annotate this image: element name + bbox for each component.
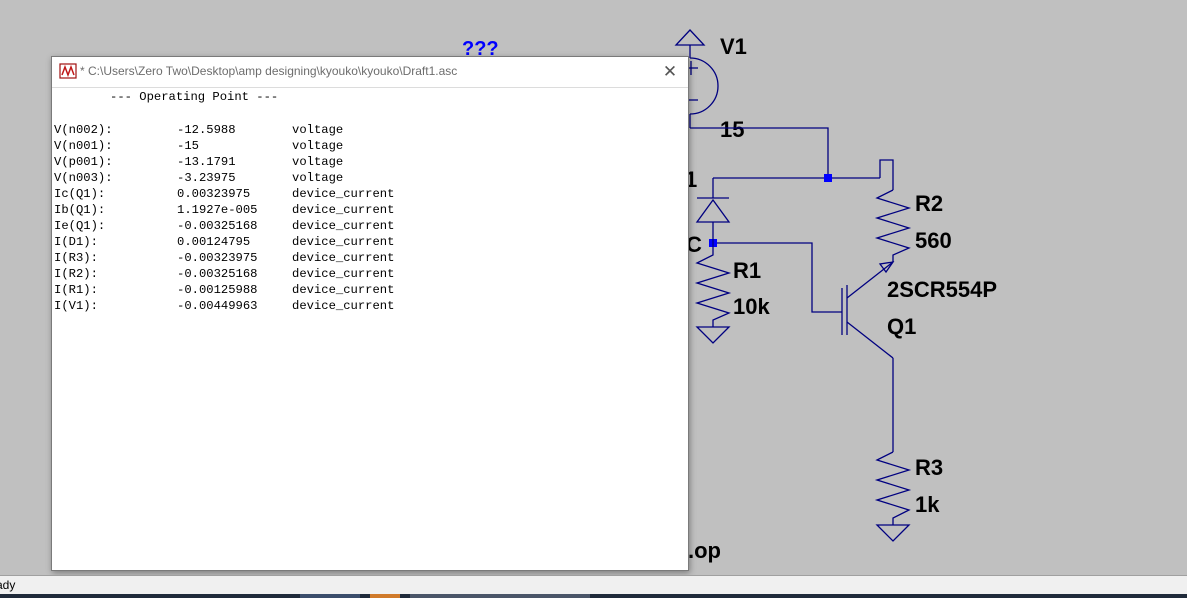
- result-value: 1.1927e-005: [177, 203, 258, 217]
- result-name: I(R1):: [54, 283, 98, 297]
- status-text: ady: [0, 578, 16, 592]
- result-type: device_current: [292, 187, 395, 201]
- result-name: I(R2):: [54, 267, 98, 281]
- v1-name-label[interactable]: V1: [720, 34, 747, 59]
- taskbar-strip: [0, 594, 1187, 598]
- result-name: Ie(Q1):: [54, 219, 106, 233]
- operating-point-window[interactable]: * C:\Users\Zero Two\Desktop\amp designin…: [51, 56, 689, 571]
- q1-model-label[interactable]: 2SCR554P: [887, 277, 997, 302]
- q1-transistor[interactable]: [841, 261, 895, 366]
- result-type: device_current: [292, 235, 395, 249]
- junction-dot: [824, 174, 832, 182]
- result-value: -0.00449963: [177, 299, 258, 313]
- operating-point-heading: --- Operating Point ---: [110, 90, 279, 104]
- result-type: device_current: [292, 283, 395, 297]
- result-value: 0.00124795: [177, 235, 251, 249]
- result-value: -15: [177, 139, 199, 153]
- result-value: -3.23975: [177, 171, 236, 185]
- result-name: V(n002):: [54, 123, 113, 137]
- r3-resistor[interactable]: [874, 451, 912, 542]
- result-value: -0.00125988: [177, 283, 258, 297]
- r3-value-label[interactable]: 1k: [915, 492, 940, 517]
- unresolved-marker: ???: [462, 38, 499, 60]
- result-name: Ib(Q1):: [54, 203, 106, 217]
- result-type: device_current: [292, 251, 395, 265]
- result-type: voltage: [292, 171, 344, 185]
- q1-name-label[interactable]: Q1: [887, 314, 916, 339]
- v1-value-label[interactable]: 15: [720, 117, 744, 142]
- result-name: V(n001):: [54, 139, 113, 153]
- r2-value-label[interactable]: 560: [915, 228, 952, 253]
- result-value: -0.00325168: [177, 219, 258, 233]
- r1-value-label[interactable]: 10k: [733, 294, 770, 319]
- result-type: device_current: [292, 203, 395, 217]
- result-name: V(n003):: [54, 171, 113, 185]
- result-type: device_current: [292, 267, 395, 281]
- result-name: I(V1):: [54, 299, 98, 313]
- result-value: -12.5988: [177, 123, 236, 137]
- wire-net: [690, 127, 894, 452]
- result-type: device_current: [292, 299, 395, 313]
- c-partial-label[interactable]: C: [686, 232, 702, 257]
- result-name: I(R3):: [54, 251, 98, 265]
- result-value: -0.00325168: [177, 267, 258, 281]
- status-bar: ady: [0, 575, 1187, 595]
- result-name: I(D1):: [54, 235, 98, 249]
- close-icon[interactable]: ✕: [662, 62, 678, 81]
- result-value: -13.1791: [177, 155, 236, 169]
- window-titlebar[interactable]: * C:\Users\Zero Two\Desktop\amp designin…: [52, 57, 688, 88]
- r2-resistor[interactable]: [874, 189, 912, 262]
- result-type: device_current: [292, 219, 395, 233]
- r2-name-label[interactable]: R2: [915, 191, 943, 216]
- result-type: voltage: [292, 139, 344, 153]
- r3-name-label[interactable]: R3: [915, 455, 943, 480]
- ltspice-app-icon: [59, 63, 77, 79]
- d1-diode[interactable]: [695, 197, 731, 243]
- result-value: 0.00323975: [177, 187, 251, 201]
- r1-name-label[interactable]: R1: [733, 258, 761, 283]
- result-type: voltage: [292, 155, 344, 169]
- result-type: voltage: [292, 123, 344, 137]
- operating-point-output: --- Operating Point --- V(n002): -12.5988…: [54, 89, 688, 570]
- r1-resistor[interactable]: [694, 243, 732, 344]
- schematic-canvas[interactable]: ??? V1 15 1 C R1 10k R2 560 2SCR554P: [0, 0, 1187, 575]
- window-title: * C:\Users\Zero Two\Desktop\amp designin…: [80, 64, 458, 78]
- result-value: -0.00323975: [177, 251, 258, 265]
- result-name: V(p001):: [54, 155, 113, 169]
- op-directive[interactable]: .op: [688, 538, 721, 563]
- result-name: Ic(Q1):: [54, 187, 106, 201]
